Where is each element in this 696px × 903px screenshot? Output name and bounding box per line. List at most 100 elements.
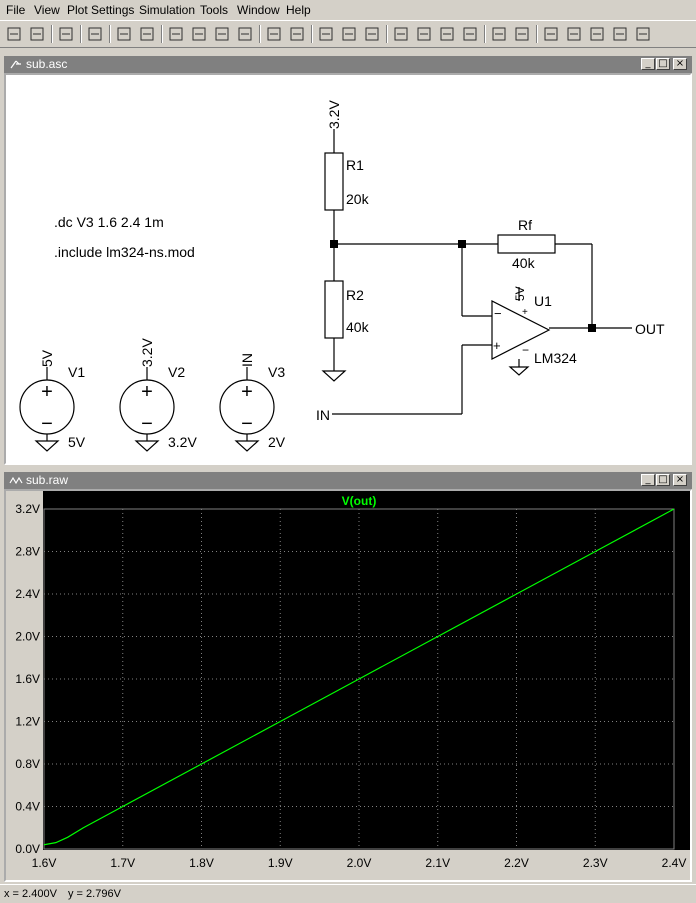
rf-name: Rf [518,217,532,233]
y-axis-margin [6,491,43,880]
u1-supply-label: 5V [513,286,527,301]
x-tick-label: 1.7V [110,856,135,870]
menu-view[interactable]: View [34,3,60,17]
dc-directive[interactable]: .dc V3 1.6 2.4 1m [54,214,164,230]
menu-file[interactable]: File [6,3,26,17]
svg-text:−: − [41,413,53,435]
print-preview-icon[interactable] [489,24,509,44]
toolbar-separator [536,25,538,43]
save-icon[interactable] [56,24,76,44]
schematic-drawing: − + + − +− +− +− .dc V3 1.6 2.4 1m .incl… [19,100,665,452]
y-tick-label: 1.6V [15,672,40,686]
r1-name: R1 [346,157,364,173]
menu-help[interactable]: Help [286,3,311,17]
x-tick-label: 1.8V [189,856,214,870]
copy-icon[interactable] [414,24,434,44]
maximize-button[interactable]: □ [656,58,670,70]
svg-text:−: − [522,343,529,357]
zoom-pan-icon[interactable] [189,24,209,44]
halt-icon[interactable] [137,24,157,44]
x-tick-label: 2.2V [504,856,529,870]
svg-text:+: + [141,381,153,403]
svg-text:+: + [522,307,528,318]
r2-resistor [324,280,344,339]
status-bar: x = 2.400V y = 2.796V [0,884,696,903]
r2-value: 40k [346,319,370,335]
svg-text:+: + [241,381,253,403]
resistor-icon[interactable] [610,24,630,44]
menu-simulation[interactable]: Simulation [139,3,196,17]
new-schematic-icon[interactable] [4,24,24,44]
v1-name: V1 [68,364,85,380]
schematic-title-bar[interactable]: sub.asc _ □ × [4,56,692,73]
capacitor-icon[interactable] [633,24,653,44]
print-icon[interactable] [512,24,532,44]
zoom-cancel-icon[interactable] [235,24,255,44]
v2-name: V2 [168,364,185,380]
trace-label[interactable]: V(out) [342,494,377,508]
toolbar-separator [109,25,111,43]
cascade-icon[interactable] [339,24,359,44]
out-label: OUT [635,321,665,337]
x-axis-margin [6,850,690,880]
v3-value: 2V [268,434,286,450]
y-tick-label: 1.2V [15,715,40,729]
find-icon[interactable] [460,24,480,44]
x-tick-label: 1.9V [268,856,293,870]
schematic-canvas[interactable]: − + + − +− +− +− .dc V3 1.6 2.4 1m .incl… [4,73,692,465]
tile-horizontal-icon[interactable] [316,24,336,44]
draw-wire-icon[interactable] [541,24,561,44]
x-tick-label: 2.3V [583,856,608,870]
y-tick-label: 2.4V [15,587,40,601]
close-button[interactable]: × [673,474,687,486]
menu-bar: File View Plot Settings Simulation Tools… [0,0,696,20]
minimize-button[interactable]: _ [641,58,655,70]
toolbar-separator [161,25,163,43]
x-tick-label: 2.4V [662,856,687,870]
menu-plot-settings[interactable]: Plot Settings [67,3,135,17]
cut-icon[interactable] [391,24,411,44]
menu-tools[interactable]: Tools [200,3,229,17]
v3-name: V3 [268,364,285,380]
svg-text:−: − [241,413,253,435]
ground-icon [321,370,347,382]
run-icon[interactable] [114,24,134,44]
r1-resistor [324,152,344,211]
y-tick-label: 0.8V [15,757,40,771]
toolbar-separator [311,25,313,43]
zoom-fit-icon[interactable] [287,24,307,44]
plot-title-bar[interactable]: sub.raw _ □ × [4,472,692,489]
maximize-button[interactable]: □ [656,474,670,486]
svg-text:−: − [494,306,502,321]
label-net-icon[interactable] [587,24,607,44]
close-button[interactable]: × [673,58,687,70]
v1-net-label: 5V [39,349,55,367]
trace-line [43,508,675,846]
autorange-icon[interactable] [264,24,284,44]
toolbar-separator [80,25,82,43]
control-panel-icon[interactable] [85,24,105,44]
rf-resistor [497,234,556,254]
x-tick-label: 2.1V [425,856,450,870]
y-tick-label: 2.8V [15,545,40,559]
menu-window[interactable]: Window [237,3,280,17]
minimize-button[interactable]: _ [641,474,655,486]
open-icon[interactable] [27,24,47,44]
schematic-title: sub.asc [26,57,68,71]
paste-icon[interactable] [437,24,457,44]
v2-value: 3.2V [168,434,197,450]
svg-text:+: + [493,338,501,353]
plot-title: sub.raw [26,473,69,487]
u1-model: LM324 [534,350,577,366]
tile-vertical-icon[interactable] [362,24,382,44]
in-label: IN [316,407,330,423]
x-tick-label: 1.6V [32,856,57,870]
r1-value: 20k [346,191,370,207]
ground-icon[interactable] [564,24,584,44]
include-directive[interactable]: .include lm324-ns.mod [54,244,195,260]
zoom-in-icon[interactable] [166,24,186,44]
zoom-out-icon[interactable] [212,24,232,44]
x-tick-label: 2.0V [347,856,372,870]
